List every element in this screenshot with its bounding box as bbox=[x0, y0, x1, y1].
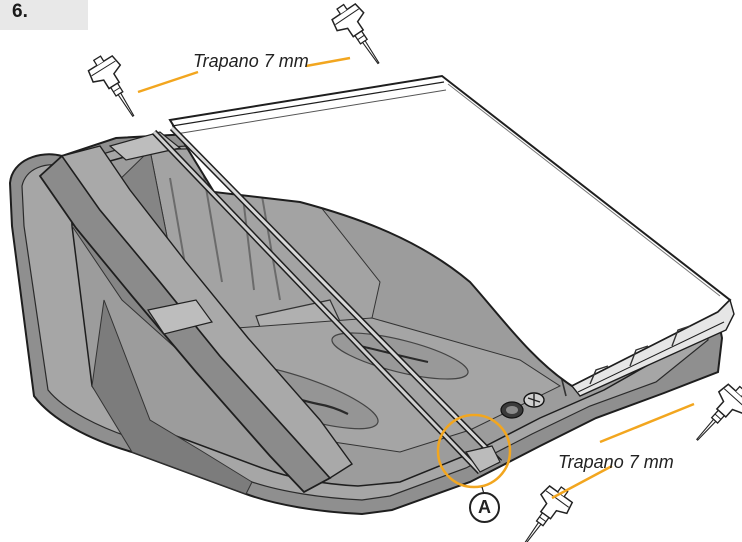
drill-guide-bottom bbox=[551, 464, 613, 500]
lid-panel bbox=[168, 74, 735, 397]
drill-guide-top-center bbox=[305, 56, 351, 68]
drill-indicators bbox=[82, 0, 742, 542]
drill-right bbox=[684, 377, 742, 452]
drill-guide-right bbox=[599, 402, 695, 444]
drill-label-top: Trapano 7 mm bbox=[193, 51, 309, 71]
callout-marker-a: A bbox=[469, 492, 500, 523]
drill-guide-top-left bbox=[137, 70, 199, 94]
detail-highlight-circle bbox=[436, 413, 512, 489]
drill-top-left bbox=[82, 49, 148, 126]
rail-rods bbox=[151, 125, 503, 475]
step-number-badge: 6. bbox=[0, 0, 88, 30]
drill-label-bottom: Trapano 7 mm bbox=[558, 452, 674, 472]
handle-frame bbox=[38, 131, 354, 494]
